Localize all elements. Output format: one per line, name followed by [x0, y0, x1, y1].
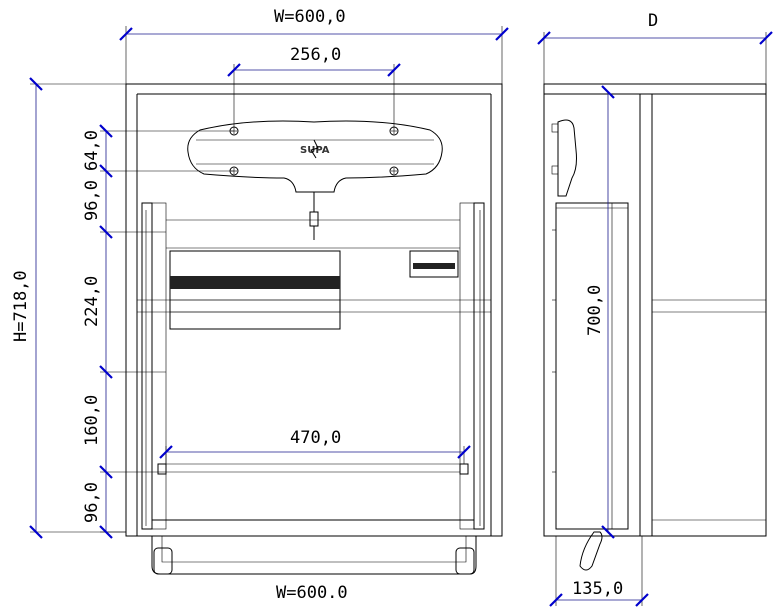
front-view: SUPA [11, 7, 509, 603]
vertical-chain-dimension: 64,0 96,0 224,0 160,0 96,0 [82, 124, 234, 539]
height-dimension: H=718,0 [11, 77, 126, 539]
inner-width-label: 470,0 [290, 428, 341, 448]
depth-label: D [648, 11, 658, 31]
dim-96-bottom-label: 96,0 [82, 482, 102, 523]
handle-bar [151, 536, 477, 575]
side-cabinet [543, 83, 767, 537]
inner-width-dimension: 470,0 [159, 428, 471, 464]
dim-64-label: 64,0 [82, 130, 102, 171]
screw-spacing-dimension: 256,0 [227, 45, 401, 128]
right-rail [459, 202, 485, 530]
dim-160-label: 160,0 [82, 395, 102, 446]
dim-224-label: 224,0 [82, 276, 102, 327]
side-depth-bottom-label: 135,0 [572, 579, 623, 599]
dim-96-top-label: 96,0 [82, 180, 102, 221]
height-label: H=718,0 [11, 270, 31, 342]
width-top-label: W=600,0 [274, 7, 346, 27]
motor-side-profile [557, 119, 577, 197]
screw-icon [389, 126, 399, 136]
left-rail [141, 202, 167, 530]
side-view: D 700,0 135,0 [537, 11, 773, 607]
side-height-dimension: 700,0 [585, 85, 615, 539]
width-top-dimension: W=600,0 [119, 7, 509, 84]
depth-dimension: D [537, 11, 773, 84]
side-basket [552, 202, 629, 530]
shelf-panel [169, 250, 341, 330]
screw-icon [389, 166, 399, 176]
motor-logo: SUPA [300, 145, 330, 156]
lightning-logo-icon [310, 139, 319, 159]
screw-spacing-label: 256,0 [290, 45, 341, 65]
side-height-label: 700,0 [585, 285, 605, 336]
side-handle [579, 531, 603, 571]
side-depth-bottom-dimension: 135,0 [549, 536, 649, 607]
width-bottom-label: W=600.0 [276, 583, 348, 603]
control-box [409, 250, 459, 278]
motor-unit: SUPA [187, 120, 443, 240]
